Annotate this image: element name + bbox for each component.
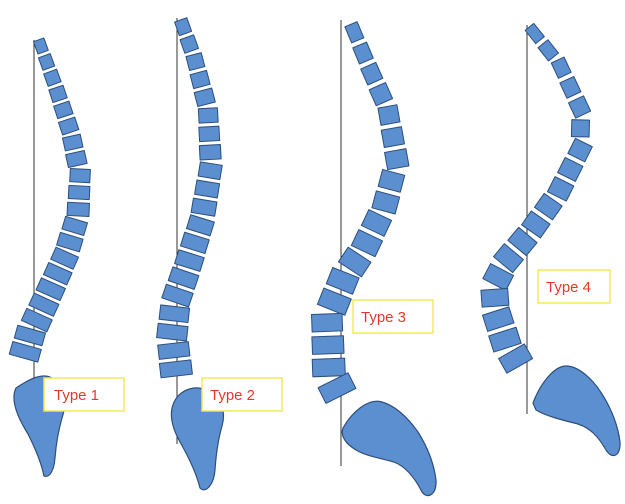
vertebra — [54, 101, 73, 119]
vertebra — [157, 323, 188, 341]
vertebra — [558, 157, 583, 181]
vertebra — [175, 250, 205, 272]
vertebra — [568, 96, 590, 118]
vertebra — [481, 288, 509, 307]
type-3-label: Type 3 — [353, 300, 433, 333]
vertebra — [180, 35, 199, 53]
vertebra — [198, 108, 218, 123]
vertebra — [62, 216, 88, 235]
vertebra — [159, 360, 192, 378]
type-2-label-text: Type 2 — [210, 387, 255, 404]
vertebra — [551, 57, 571, 78]
sacrum — [342, 401, 436, 495]
vertebra — [547, 177, 573, 202]
vertebra — [345, 22, 364, 43]
vertebra — [195, 180, 220, 198]
vertebra — [571, 120, 589, 137]
vertebra — [560, 76, 581, 98]
vertebra — [318, 373, 356, 404]
vertebra — [568, 138, 592, 162]
vertebra — [311, 313, 342, 332]
type-4-label-text: Type 4 — [546, 279, 591, 296]
vertebra — [198, 162, 222, 180]
vertebra — [38, 54, 54, 71]
vertebra — [312, 358, 345, 377]
vertebra — [369, 83, 392, 106]
vertebra — [186, 215, 214, 236]
vertebra — [58, 117, 78, 135]
vertebra — [67, 202, 90, 216]
type-4-label: Type 4 — [538, 270, 610, 303]
vertebra — [49, 85, 67, 102]
vertebra — [353, 42, 374, 64]
type-1-label: Type 1 — [44, 378, 124, 411]
vertebra — [70, 169, 91, 183]
type-2-label: Type 2 — [202, 378, 282, 411]
vertebra — [194, 88, 215, 106]
vertebra — [361, 210, 391, 237]
vertebra — [191, 198, 217, 216]
sacrum — [533, 366, 620, 456]
vertebra — [199, 126, 220, 141]
vertebra — [68, 185, 90, 199]
vertebra — [199, 145, 221, 161]
vertebra — [372, 191, 400, 214]
vertebra — [44, 69, 61, 86]
vertebra — [190, 70, 210, 88]
spine-type-4 — [481, 23, 620, 455]
vertebra — [312, 336, 344, 355]
spine-type-3 — [311, 20, 436, 496]
vertebra — [159, 305, 190, 323]
vertebra — [66, 151, 88, 168]
vertebra — [158, 342, 190, 360]
vertebra — [525, 23, 544, 43]
vertebra — [62, 134, 83, 151]
vertebra — [180, 232, 209, 253]
spine-type-2 — [157, 18, 224, 490]
type-3-label-text: Type 3 — [361, 309, 406, 326]
vertebra — [378, 169, 405, 192]
vertebra — [186, 53, 205, 71]
vertebra — [538, 40, 558, 61]
vertebra — [482, 307, 514, 332]
vertebra — [381, 127, 404, 148]
type-1-label-text: Type 1 — [54, 387, 99, 404]
vertebra — [33, 38, 48, 54]
vertebra — [378, 105, 400, 126]
vertebra — [385, 149, 409, 170]
vertebra — [361, 62, 383, 85]
